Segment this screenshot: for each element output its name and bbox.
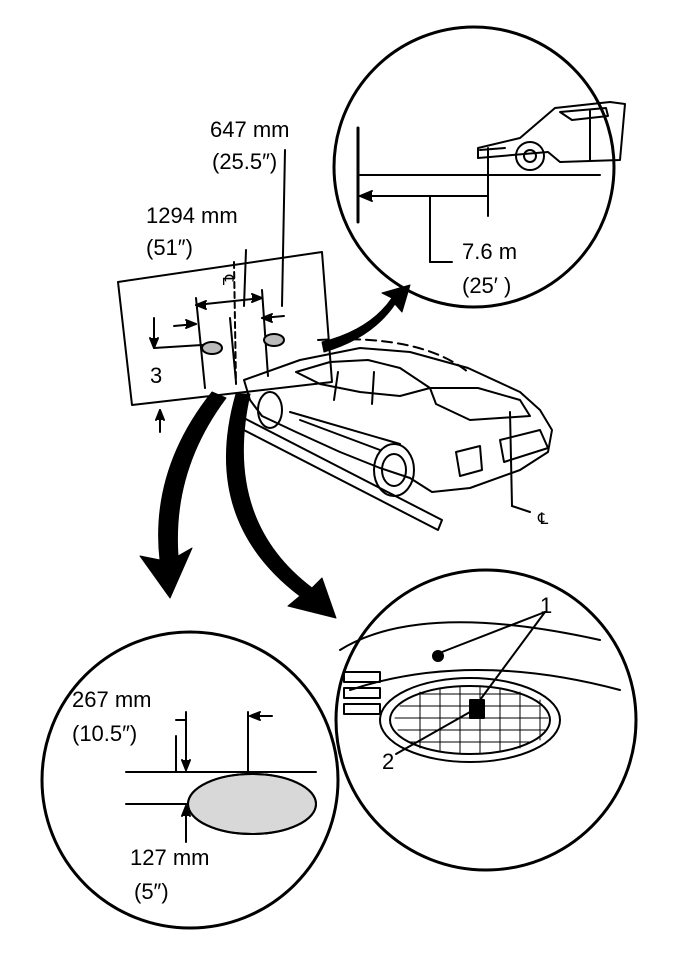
vehicle-centerline-symbol: ℄	[538, 511, 549, 528]
callout-1: 1	[540, 593, 553, 618]
label-5in: (5″)	[134, 879, 169, 904]
screen-centerline-symbol: ℄	[219, 274, 237, 286]
aiming-screen	[117, 149, 333, 433]
arrow-to-distance-inset	[321, 284, 411, 353]
callout-3: 3	[150, 363, 163, 388]
label-127mm: 127 mm	[130, 845, 210, 870]
label-51in: (51″)	[146, 235, 193, 260]
vehicle-rear-view	[235, 338, 553, 531]
label-7-6m: 7.6 m	[462, 239, 518, 264]
arrow-to-headlamp-detail	[226, 393, 337, 619]
label-25ft: (25′ )	[462, 273, 512, 298]
beam-pattern-inset	[40, 630, 340, 930]
label-10-5in: (10.5″)	[72, 721, 138, 746]
callout-2: 2	[382, 749, 395, 774]
arrow-to-beam-pattern	[139, 391, 227, 599]
label-1294mm: 1294 mm	[146, 203, 238, 228]
distance-inset	[332, 25, 626, 309]
label-25-5in: (25.5″)	[212, 149, 278, 174]
label-647mm: 647 mm	[210, 117, 290, 142]
label-267mm: 267 mm	[72, 687, 152, 712]
headlamp-detail-inset	[334, 568, 638, 872]
